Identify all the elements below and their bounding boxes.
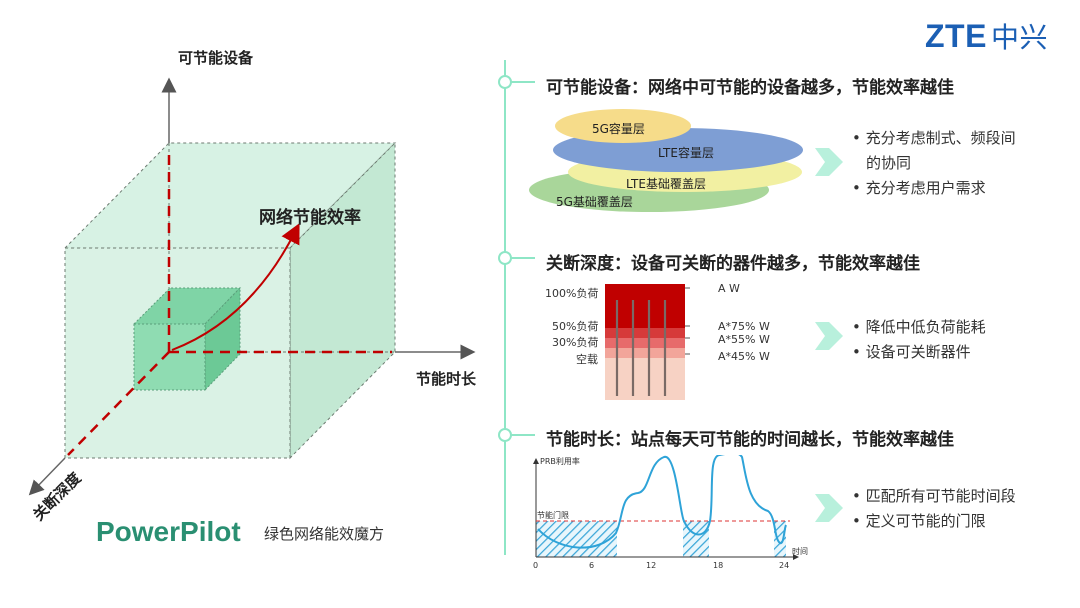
efficiency-curve [171,223,300,351]
layer-label-5g-capacity: 5G容量层 [592,122,645,136]
bullet-item: • 充分考虑用户需求 [852,179,986,197]
load-label-30: 30%负荷 [552,336,599,349]
x-tick-0: 0 [533,561,539,570]
x-tick-18: 18 [713,561,724,570]
z-axis-dashed [67,351,170,456]
bullet-item: • 设备可关断器件 [852,343,971,361]
saving-period-1 [536,521,617,557]
curve-label: 网络节能效率 [259,208,361,228]
logo-text: ZTE [925,18,987,54]
section-3-bullets: • 匹配所有可节能时间段 • 定义可节能的门限 [852,484,1016,534]
y-axis-label: 可节能设备 [178,49,254,67]
power-label-45: A*45% W [718,350,770,363]
chevron-right-icon [815,322,843,350]
ellipse-5g-capacity [555,109,691,143]
inner-cube [132,286,242,392]
load-label-idle: 空载 [576,353,598,366]
saving-period-3 [774,521,786,557]
section-1-bullets: • 充分考虑制式、频段间 的协同 • 充分考虑用户需求 [852,126,1016,201]
section-2-title: 关断深度：设备可关断的器件越多，节能效率越佳 [546,254,920,274]
power-label-55: A*55% W [718,333,770,346]
layer-ellipses [529,109,803,212]
load-label-100: 100%负荷 [545,287,599,300]
logo-cn: 中兴 [990,21,1048,54]
load-bar-chart [605,284,690,400]
layer-label-lte-coverage: LTE基础覆盖层 [626,177,706,191]
x-axis-label: 节能时长 [416,370,477,388]
connector-node-2 [498,251,512,265]
prb-y-label: PRB利用率 [540,457,580,466]
x-tick-6: 6 [589,561,595,570]
z-axis-arrow [28,457,66,496]
bullet-item-continued: 的协同 [866,154,912,172]
section-connector [498,60,535,555]
section-2-bullets: • 降低中低负荷能耗 • 设备可关断器件 [852,315,986,365]
energy-cube-diagram [28,77,476,496]
section-1-title: 可节能设备：网络中可节能的设备越多，节能效率越佳 [546,78,954,98]
prb-utilization-chart [533,455,799,560]
threshold-label: 节能门限 [537,511,569,520]
bullet-item: • 匹配所有可节能时间段 [852,487,1016,505]
x-tick-24: 24 [779,561,790,570]
bullet-item: • 充分考虑制式、频段间 [852,129,1016,147]
prb-curve [537,455,787,549]
brand-subtitle: 绿色网络能效魔方 [264,525,385,543]
connector-node-3 [498,428,512,442]
prb-x-label: 时间 [792,547,808,556]
power-label-full: A W [718,282,740,295]
chevron-right-icon [815,494,843,522]
layer-label-lte-capacity: LTE容量层 [658,146,714,160]
powerpilot-logo: PowerPilot [96,516,241,547]
power-label-75: A*75% W [718,320,770,333]
layer-label-5g-coverage: 5G基础覆盖层 [556,195,633,209]
load-label-50: 50%负荷 [552,320,599,333]
chevron-right-icon [815,148,843,176]
bullet-item: • 定义可节能的门限 [852,512,986,530]
bullet-item: • 降低中低负荷能耗 [852,318,986,336]
x-tick-12: 12 [646,561,657,570]
section-3-title: 节能时长：站点每天可节能的时间越长，节能效率越佳 [546,430,954,450]
connector-node-1 [498,75,512,89]
